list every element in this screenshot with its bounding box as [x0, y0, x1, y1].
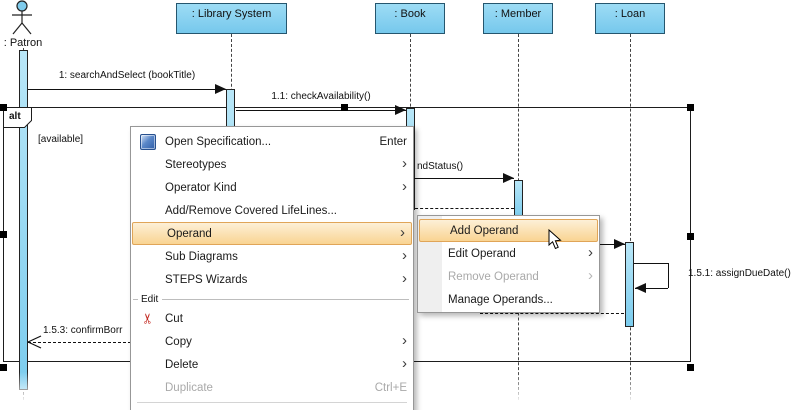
self-message-line [635, 288, 668, 289]
submenu-arrow-icon [365, 159, 407, 171]
selection-handle[interactable] [341, 104, 348, 111]
menu-item-sub-diagrams[interactable]: Sub Diagrams [131, 245, 413, 268]
message-arrowhead-icon [395, 105, 406, 115]
menu-separator [137, 402, 407, 403]
menu-item-clipped[interactable] [131, 406, 413, 410]
selection-handle[interactable] [687, 364, 694, 371]
selection-handle[interactable] [0, 364, 7, 371]
menu-item-duplicate[interactable]: Duplicate Ctrl+E [131, 376, 413, 399]
submenu-arrow-icon [573, 248, 593, 260]
fragment-operator-pentagon[interactable] [3, 107, 33, 129]
context-menu: Open Specification... Enter Stereotypes … [130, 126, 414, 410]
message-line[interactable] [28, 89, 226, 90]
menu-shortcut: Enter [379, 135, 408, 148]
menu-item-add-operand[interactable]: Add Operand [419, 219, 598, 242]
message-label[interactable]: 1.5.3: confirmBorr [43, 325, 123, 336]
menu-item-label: Copy [165, 335, 192, 348]
menu-item-remove-operand[interactable]: Remove Operand [418, 265, 599, 288]
selection-handle[interactable] [0, 231, 7, 238]
return-message-line[interactable] [410, 208, 514, 209]
menu-item-operator-kind[interactable]: Operator Kind [131, 176, 413, 199]
message-arrowhead-icon [614, 239, 625, 249]
open-specification-icon [140, 133, 156, 150]
menu-item-copy[interactable]: Copy [131, 330, 413, 353]
message-arrowhead-icon [503, 173, 514, 183]
menu-item-edit-operand[interactable]: Edit Operand [418, 242, 599, 265]
activation-member[interactable] [514, 180, 523, 218]
fragment-operator-label: alt [9, 111, 21, 122]
selection-handle[interactable] [687, 104, 694, 111]
lifeline-loan [630, 34, 631, 400]
menu-item-stereotypes[interactable]: Stereotypes [131, 153, 413, 176]
actor-patron-icon[interactable] [0, 0, 44, 37]
submenu-arrow-icon [573, 271, 593, 283]
selection-handle[interactable] [0, 104, 7, 111]
menu-item-operand[interactable]: Operand [132, 222, 412, 245]
menu-item-manage-operands[interactable]: Manage Operands... [418, 288, 599, 311]
menu-item-label: Sub Diagrams [165, 250, 238, 263]
menu-item-label: Edit Operand [448, 247, 516, 260]
menu-item-label: Add/Remove Covered LifeLines... [165, 204, 337, 217]
submenu-arrow-icon [365, 336, 407, 348]
submenu-arrow-icon [365, 359, 407, 371]
menu-item-cut[interactable]: ✂ Cut [131, 307, 413, 330]
activation-loan[interactable] [625, 242, 634, 327]
actor-patron-label[interactable]: : Patron [3, 37, 43, 49]
submenu-arrow-icon [365, 251, 407, 263]
menu-item-label: Manage Operands... [448, 293, 553, 306]
menu-group-separator: Edit [131, 291, 413, 307]
return-message-line[interactable] [480, 313, 624, 314]
menu-group-label: Edit [141, 293, 159, 305]
self-message-line [668, 263, 669, 288]
menu-item-label: Operator Kind [165, 181, 237, 194]
menu-item-steps-wizards[interactable]: STEPS Wizards [131, 268, 413, 291]
message-arrowhead-icon [635, 283, 646, 293]
menu-item-add-remove-covered-lifelines[interactable]: Add/Remove Covered LifeLines... [131, 199, 413, 222]
menu-item-label: Open Specification... [165, 135, 272, 148]
submenu-arrow-icon [365, 274, 407, 286]
message-label[interactable]: 1: searchAndSelect (bookTitle) [58, 70, 196, 81]
submenu-arrow-icon [363, 228, 405, 240]
open-arrowhead-icon [27, 335, 42, 349]
message-arrowhead-icon [215, 84, 226, 94]
message-label[interactable]: 1.5.1: assignDueDate() [688, 268, 791, 279]
menu-item-label: Stereotypes [165, 158, 227, 171]
selection-handle[interactable] [687, 233, 694, 240]
message-label[interactable]: 1.1: checkAvailability() [271, 91, 371, 102]
menu-item-delete[interactable]: Delete [131, 353, 413, 376]
operand-submenu: Add Operand Edit Operand Remove Operand … [417, 215, 600, 313]
menu-item-label: Delete [165, 358, 199, 371]
lifeline-head-loan[interactable]: : Loan [595, 3, 665, 34]
menu-item-open-specification[interactable]: Open Specification... Enter [131, 130, 413, 153]
menu-item-label: Operand [167, 227, 212, 240]
menu-item-label: Cut [165, 312, 183, 325]
menu-item-label: Add Operand [450, 224, 519, 237]
menu-item-label: Duplicate [165, 381, 213, 394]
submenu-arrow-icon [365, 182, 407, 194]
lifeline-head-book[interactable]: : Book [375, 3, 445, 34]
fragment-guard-label[interactable]: [available] [38, 134, 84, 145]
scissors-icon: ✂ [139, 312, 156, 325]
message-line[interactable] [408, 178, 514, 179]
lifeline-head-library-system[interactable]: : Library System [176, 3, 287, 34]
lifeline-head-member[interactable]: : Member [483, 3, 553, 34]
mouse-cursor-icon [548, 229, 562, 250]
menu-item-label: STEPS Wizards [165, 273, 248, 286]
self-message-line[interactable] [634, 263, 668, 264]
return-message-line[interactable] [28, 342, 226, 343]
menu-item-label: Remove Operand [448, 270, 539, 283]
message-label[interactable]: ndStatus() [417, 161, 464, 172]
menu-shortcut: Ctrl+E [374, 381, 407, 394]
message-line[interactable] [236, 110, 406, 111]
